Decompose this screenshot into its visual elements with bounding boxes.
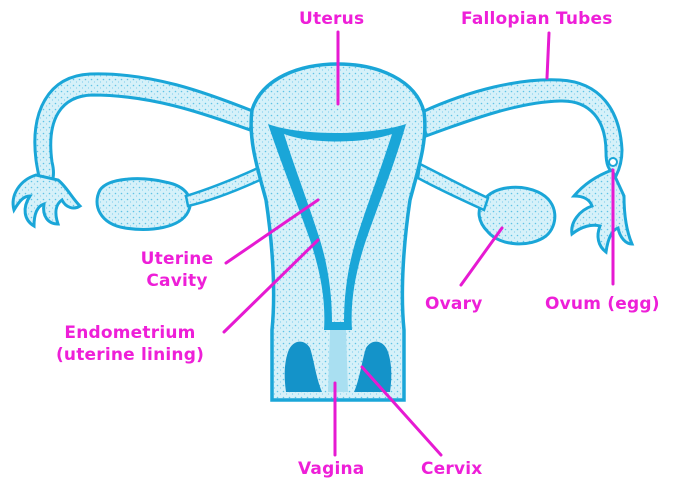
label-endometrium-line1: Endometrium [30, 322, 230, 344]
label-uterus: Uterus [299, 8, 364, 30]
label-cervix: Cervix [421, 458, 482, 480]
leader-cervix [362, 367, 441, 455]
label-uterine-cavity-line1: Uterine [122, 248, 232, 270]
leader-fallopian-tubes [547, 33, 549, 78]
label-ovum: Ovum (egg) [545, 293, 660, 315]
label-fallopian-tubes: Fallopian Tubes [461, 8, 613, 30]
label-endometrium-line2: (uterine lining) [30, 344, 230, 366]
label-uterine-cavity-line2: Cavity [122, 270, 232, 292]
label-ovary: Ovary [425, 293, 482, 315]
label-uterine-cavity: Uterine Cavity [122, 248, 232, 292]
leader-ovary [461, 228, 502, 285]
label-endometrium: Endometrium (uterine lining) [30, 322, 230, 366]
label-vagina: Vagina [298, 458, 364, 480]
